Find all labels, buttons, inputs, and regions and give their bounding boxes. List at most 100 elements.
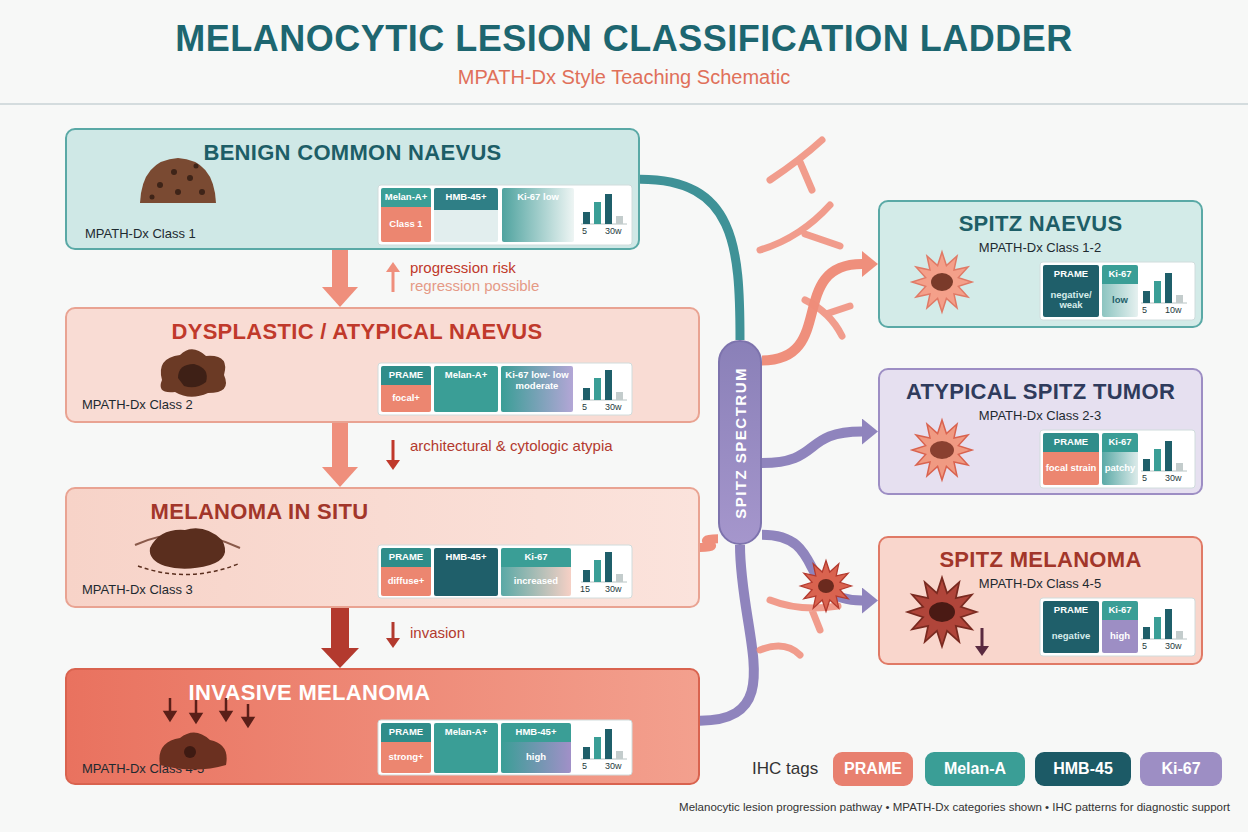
tag-value: strong+ [381, 742, 431, 773]
lesion-box: BENIGN COMMON NAEVUS MPATH-Dx Class 1 Mela… [65, 128, 640, 250]
box-title: INVASIVE MELANOMA [67, 680, 552, 706]
tag-text: HMB-45+ [434, 548, 498, 567]
pathway-curve [700, 545, 754, 721]
ihc-tag: HMB-45+ [434, 188, 498, 242]
legend-text: Ki-67 [1161, 760, 1200, 778]
chart-axis-label: 30w [1165, 641, 1182, 651]
pathway-curve [700, 539, 718, 548]
chart-axis-label: 5 [1142, 641, 1147, 651]
tag-header: PRAME [381, 723, 431, 742]
progression-arrow [332, 423, 348, 467]
class-label: MPATH-Dx Class 4-5 [82, 761, 204, 776]
ihc-tag: Melan-A+ [434, 723, 498, 773]
lesion-box: SPITZ MELANOMA MPATH-Dx Class 4-5PRAMEneg… [878, 536, 1203, 665]
tag-text: Ki-67 low [502, 188, 574, 207]
ihc-tag: Ki-67patchy [1102, 433, 1138, 485]
tag-header: PRAME [1043, 601, 1099, 620]
band-label: SPITZ SPECTRUM [732, 367, 749, 519]
box-title: SPITZ MELANOMA [880, 547, 1201, 573]
lesion-box: DYSPLASTIC / ATYPICAL NAEVUS MPATH-Dx Cla… [65, 307, 700, 423]
tag-value: diffuse+ [381, 567, 431, 596]
tag-text: Melan-A+ [434, 723, 498, 742]
chart-axis-label: regression possible [410, 277, 539, 294]
tag-value: focal strain [1043, 452, 1099, 485]
ihc-tag: Melan-A+Class 1 [381, 188, 431, 242]
edge-label: architectural & cytologic atypia [410, 437, 620, 455]
legend-text: HMB-45 [1053, 760, 1113, 778]
legend-heading: IHC tags [752, 759, 818, 779]
tag-header: PRAME [381, 366, 431, 385]
tag-header: Ki-67 [1102, 265, 1138, 284]
pathway-curve [762, 432, 862, 464]
caption: Melanocytic lesion progression pathway •… [500, 801, 1230, 813]
chart-axis-label: 5 [582, 226, 587, 236]
legend-swatch: HMB-45 [1035, 752, 1131, 786]
edge-label: progression risk [410, 259, 516, 277]
tag-header: HMB-45+ [501, 723, 571, 742]
tag-header: Ki-67 [1102, 601, 1138, 620]
pathway-curve [762, 264, 862, 361]
lesion-box: ATYPICAL SPITZ TUMORMPATH-Dx Class 2-3PR… [878, 368, 1203, 495]
box-title: BENIGN COMMON NAEVUS [67, 140, 638, 166]
tag-header: PRAME [381, 548, 431, 567]
ihc-tag: Ki-67 low- low moderate [501, 366, 573, 412]
tag-value: increased [501, 567, 571, 596]
tag-value: negative/ weak [1043, 284, 1099, 317]
chart-axis-label: 30w [605, 761, 622, 771]
tag-header: Ki-67 [501, 548, 571, 567]
branches [760, 140, 850, 655]
tag-value: Class 1 [381, 207, 431, 242]
ihc-tag: PRAMEfocal+ [381, 366, 431, 412]
ihc-tag: Ki-67low [1102, 265, 1138, 317]
class-label: MPATH-Dx Class 4-5 [940, 576, 1140, 591]
legend-swatch: Ki-67 [1140, 752, 1222, 786]
lesion-box: SPITZ NAEVUSMPATH-Dx Class 1-2PRAMEnegat… [878, 200, 1203, 328]
chart-axis-label: 5 [1142, 305, 1147, 315]
class-label: MPATH-Dx Class 1-2 [940, 240, 1140, 255]
chart-axis-label: 10w [1165, 305, 1182, 315]
legend-swatch: Melan-A [925, 752, 1025, 786]
progression-arrow [332, 250, 348, 287]
lesion-box: MELANOMA IN SITUMPATH-Dx Class 3PRAMEdif… [65, 487, 700, 608]
legend-swatch: PRAME [833, 752, 913, 786]
tag-value: patchy [1102, 452, 1138, 485]
chart-axis-label: 5 [582, 761, 587, 771]
divider [0, 103, 1248, 105]
chart-axis-label: 5 [1142, 473, 1147, 483]
tag-value: low [1102, 284, 1138, 317]
box-title: MELANOMA IN SITU [67, 499, 452, 525]
ihc-tag: PRAMEnegative/ weak [1043, 265, 1099, 317]
tag-header: PRAME [1043, 265, 1099, 284]
chart-axis-label: 30w [605, 584, 622, 594]
tag-header: Ki-67 [1102, 433, 1138, 452]
tag-value: high [1102, 620, 1138, 653]
tag-header: Melan-A+ [381, 188, 431, 207]
box-title: DYSPLASTIC / ATYPICAL NAEVUS [67, 319, 647, 345]
ihc-tag: Ki-67 low [502, 188, 574, 242]
class-label: MPATH-Dx Class 2-3 [940, 408, 1140, 423]
pathway-curve [762, 535, 862, 601]
tag-text: Melan-A+ [434, 366, 498, 385]
ihc-tag: HMB-45+high [501, 723, 571, 773]
ihc-tag: Melan-A+ [434, 366, 498, 412]
subtitle: MPATH-Dx Style Teaching Schematic [0, 66, 1248, 89]
ihc-tag: PRAMEdiffuse+ [381, 548, 431, 596]
chart-axis-label: 30w [605, 226, 622, 236]
ihc-tag: PRAMEnegative [1043, 601, 1099, 653]
tag-header: PRAME [1043, 433, 1099, 452]
edge-label: invasion [410, 624, 465, 642]
ihc-tag: Ki-67increased [501, 548, 571, 596]
ihc-tag: PRAMEstrong+ [381, 723, 431, 773]
class-label: MPATH-Dx Class 2 [82, 397, 193, 412]
progression-arrow [331, 608, 349, 648]
chart-axis-label: 5 [582, 402, 587, 412]
chart-axis-label: 15 [580, 584, 590, 594]
chart-axis-label: 30w [605, 402, 622, 412]
lesion-box: INVASIVE MELANOMA MPATH-Dx Class 4-5 PRAME… [65, 668, 700, 785]
diagram-title: MELANOCYTIC LESION CLASSIFICATION LADDER [0, 18, 1248, 60]
tag-value: negative [1043, 620, 1099, 653]
ihc-tag: HMB-45+ [434, 548, 498, 596]
tag-text: HMB-45+ [434, 188, 498, 207]
class-label: MPATH-Dx Class 1 [85, 226, 196, 241]
